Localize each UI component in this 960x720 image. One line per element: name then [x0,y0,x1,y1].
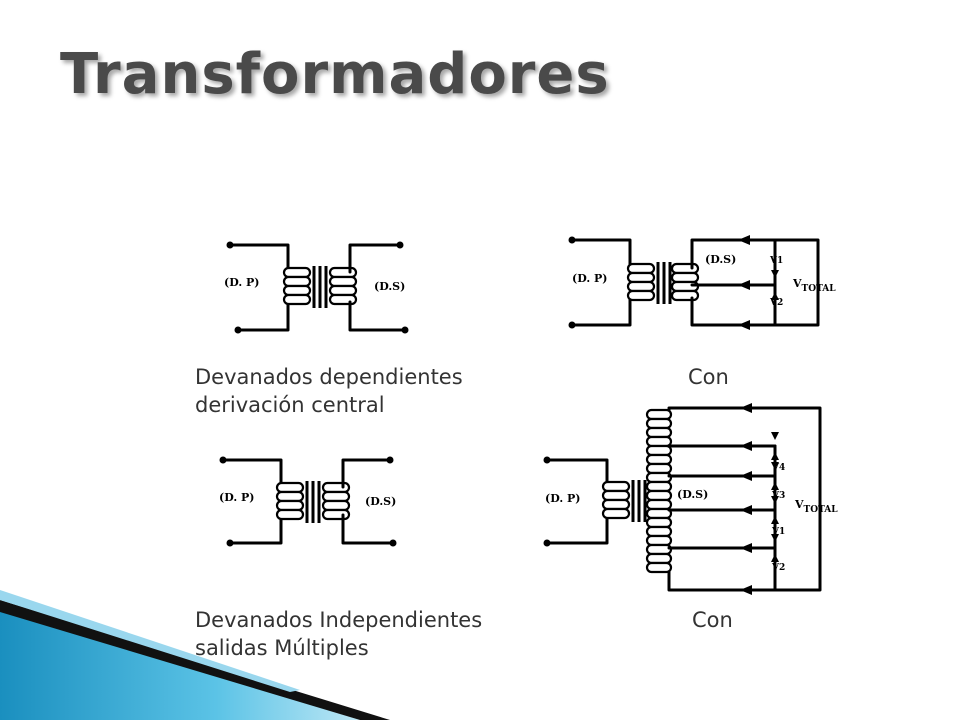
transformer-independent-windings: (D. P) (D.S) [219,456,397,547]
v2-label: V2 [769,298,783,308]
v1-label: V1 [771,527,785,537]
caption-bottom-right: Con [692,608,733,632]
caption-top-left: Devanados dependientes [195,365,463,389]
page-title: Transformadores [60,42,610,107]
caption-bottom-line2: salidas Múltiples [195,636,369,660]
caption-top-line2: derivación central [195,393,385,417]
v1-label: V1 [769,256,783,266]
transformer-multiple-outputs: (D. P) (D.S) V4 V3 V1 V2 VTOTAL [543,403,838,595]
secondary-label: (D.S) [374,280,405,293]
secondary-label: (D.S) [705,253,736,266]
v-total-label: VTOTAL [792,277,836,294]
caption-bottom-left: Devanados Independientes [195,608,483,632]
primary-label: (D. P) [572,272,608,285]
primary-label: (D. P) [545,492,581,505]
v-total-label: VTOTAL [794,498,838,515]
transformer-center-tap: (D. P) (D.S) V1 V2 VTOTAL [568,235,836,330]
secondary-label: (D.S) [677,488,708,501]
transformer-dependent-windings: (D. P) (D.S) [224,241,409,334]
v4-label: V4 [771,463,785,473]
v3-label: V3 [771,491,785,501]
primary-label: (D. P) [219,491,255,504]
v2-label: V2 [771,563,785,573]
primary-label: (D. P) [224,276,260,289]
caption-top-right: Con [688,365,729,389]
decorative-swoosh [0,590,390,720]
secondary-label: (D.S) [365,495,396,508]
